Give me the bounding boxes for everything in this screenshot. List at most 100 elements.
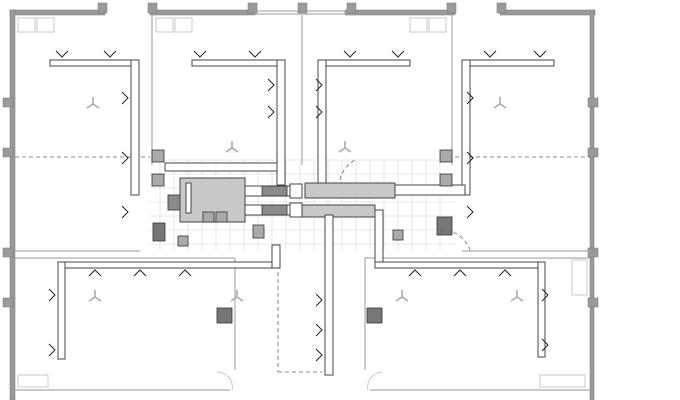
- supply-diffusers: [48, 50, 549, 362]
- pump: [152, 222, 166, 242]
- supply-diffuser-icon: [248, 50, 262, 58]
- supply-diffuser-icon: [466, 151, 474, 165]
- supply-duct: [317, 59, 327, 186]
- column-enclosure: [366, 307, 383, 324]
- supply-diffuser-icon: [466, 205, 474, 219]
- equipment: [392, 229, 404, 241]
- supply-diffuser-icon: [533, 50, 547, 58]
- supply-diffuser-icon: [103, 50, 117, 58]
- supply-diffuser-icon: [88, 269, 102, 277]
- column: [2, 297, 14, 308]
- column-enclosure: [439, 149, 453, 163]
- supply-duct: [394, 184, 466, 196]
- top-wall: [344, 9, 456, 16]
- damper: [289, 202, 303, 218]
- supply-diffuser-icon: [408, 269, 422, 277]
- filter: [185, 182, 192, 214]
- column: [2, 147, 14, 158]
- cabinet: [539, 374, 586, 388]
- supply-diffuser-icon: [391, 50, 405, 58]
- left-wall: [9, 9, 16, 400]
- column: [587, 297, 599, 308]
- door-swing-icon: [367, 371, 384, 391]
- column: [147, 2, 158, 14]
- supply-duct: [317, 59, 411, 67]
- cabinet: [17, 17, 36, 33]
- ceiling-fan-icon: [338, 141, 352, 153]
- ceiling-fan-icon: [88, 290, 102, 302]
- equipment: [151, 173, 165, 187]
- ceiling-fans: [86, 97, 524, 302]
- supply-duct: [461, 59, 471, 196]
- supply-duct: [164, 162, 278, 172]
- supply-diffuser-icon: [541, 338, 549, 352]
- door-swing-icon: [216, 371, 233, 391]
- column-enclosure: [151, 149, 165, 163]
- cabinet: [17, 374, 49, 388]
- damper: [289, 183, 303, 199]
- supply-diffuser-icon: [48, 343, 56, 357]
- supply-duct: [57, 261, 66, 360]
- supply-diffuser-icon: [315, 323, 323, 337]
- door-swing-icon: [339, 159, 356, 181]
- equipment: [215, 211, 228, 223]
- cabinet: [36, 17, 55, 33]
- ceiling-fan-icon: [493, 97, 507, 109]
- ductwork: [49, 59, 555, 376]
- supply-diffuser-icon: [178, 269, 192, 277]
- supply-diffuser-icon: [121, 151, 129, 165]
- supply-diffuser-icon: [55, 50, 69, 58]
- furniture: [17, 17, 588, 388]
- supply-diffuser-icon: [315, 348, 323, 362]
- return-duct: [374, 209, 384, 266]
- column: [587, 97, 599, 108]
- supply-diffuser-icon: [48, 288, 56, 302]
- supply-diffuser-icon: [267, 78, 275, 92]
- column: [587, 147, 599, 158]
- door-swing-icon: [439, 229, 471, 251]
- column-enclosure: [216, 307, 233, 324]
- ceiling-fan-icon: [225, 141, 239, 153]
- supply-diffuser-icon: [541, 288, 549, 302]
- main-supply-duct: [304, 182, 396, 199]
- supply-duct: [130, 59, 140, 196]
- ceiling-fan-icon: [395, 290, 409, 302]
- supply-diffuser-icon: [121, 205, 129, 219]
- supply-duct: [461, 59, 555, 67]
- ceiling-fan-icon: [86, 97, 100, 109]
- supply-diffuser-icon: [133, 269, 147, 277]
- flex-connector: [261, 185, 288, 197]
- supply-diffuser-icon: [121, 91, 129, 105]
- ceiling-fan-icon: [230, 290, 244, 302]
- cabinet: [409, 17, 428, 33]
- supply-diffuser-icon: [193, 50, 207, 58]
- supply-diffuser-icon: [453, 269, 467, 277]
- ceiling-fan-icon: [510, 290, 524, 302]
- return-duct: [324, 214, 334, 376]
- supply-diffuser-icon: [315, 78, 323, 92]
- cabinet: [155, 17, 174, 33]
- supply-duct: [271, 244, 281, 269]
- equipment: [252, 224, 265, 239]
- cabinet: [174, 17, 193, 33]
- supply-diffuser-icon: [483, 50, 497, 58]
- supply-duct: [276, 59, 286, 186]
- equipment: [151, 149, 471, 391]
- column: [297, 2, 308, 14]
- column: [2, 247, 14, 258]
- column: [247, 2, 258, 14]
- equipment: [177, 235, 189, 247]
- equipment: [439, 173, 453, 187]
- cabinet: [571, 259, 588, 296]
- supply-diffuser-icon: [267, 105, 275, 119]
- cabinet: [428, 17, 447, 33]
- supply-diffuser-icon: [466, 91, 474, 105]
- top-wall: [149, 9, 256, 16]
- top-wall: [9, 9, 106, 16]
- supply-duct: [49, 59, 139, 67]
- column: [2, 97, 14, 108]
- column: [587, 247, 599, 258]
- pump: [436, 216, 453, 236]
- walls: [2, 2, 599, 400]
